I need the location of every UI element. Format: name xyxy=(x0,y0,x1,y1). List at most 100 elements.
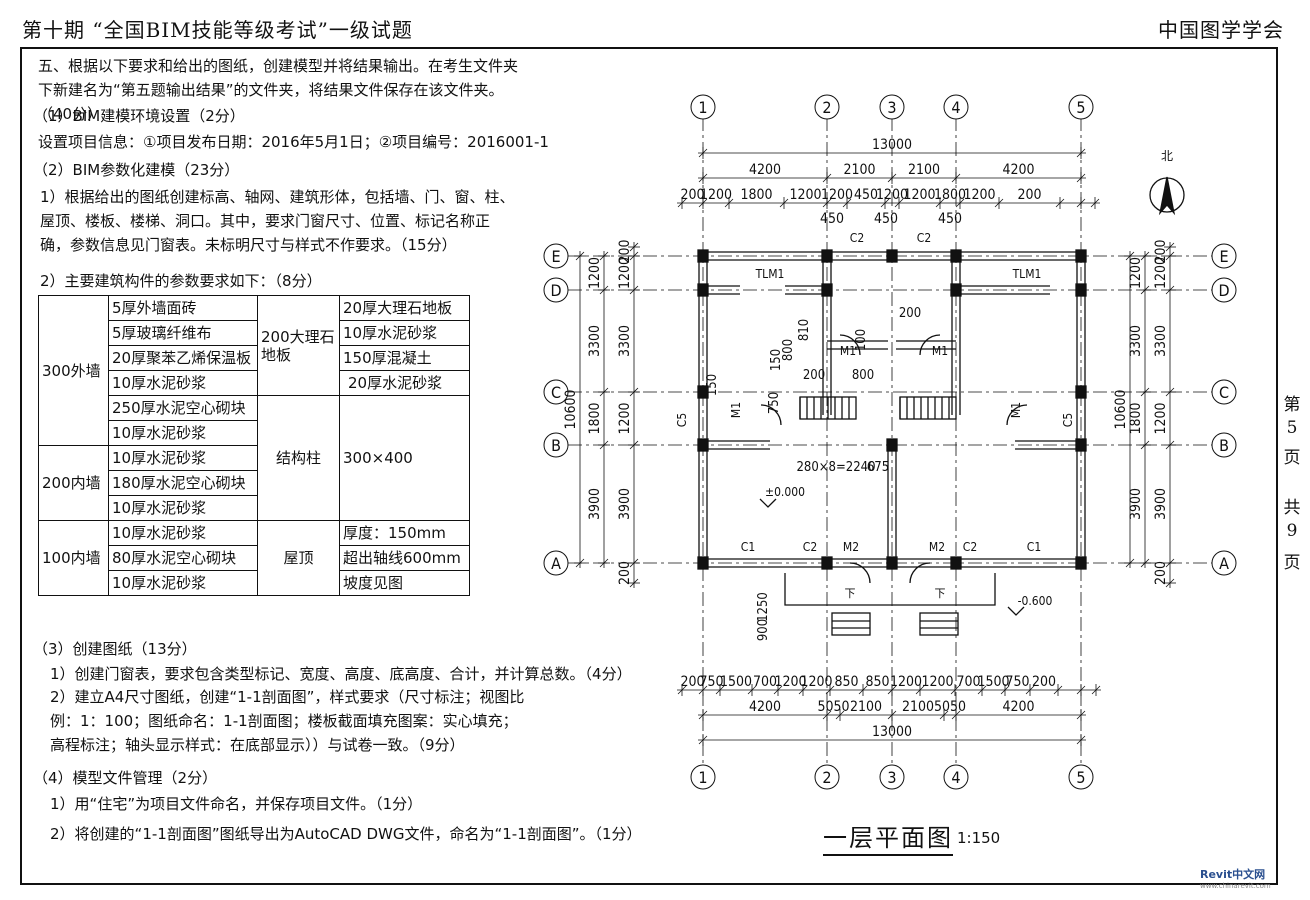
dim-tick xyxy=(887,173,897,183)
bottom-mid-dim: 5050 xyxy=(817,699,849,715)
spec-cell: 5厚外墙面砖 xyxy=(108,295,258,321)
bottom-mid-dim: 2100 xyxy=(850,699,882,715)
level-symbol xyxy=(1007,606,1025,616)
stair-outline xyxy=(799,396,857,420)
watermark-url: www.chinarevit.com xyxy=(1200,882,1271,890)
column xyxy=(1075,385,1087,399)
side-detail-dim: 1200 xyxy=(1153,402,1169,434)
side-detail-dim: 3900 xyxy=(617,488,633,520)
dim-tick xyxy=(951,710,961,720)
dim-tick xyxy=(1091,685,1101,695)
spec-cell: 180厚水泥空心砌块 xyxy=(108,470,258,496)
spec-cell: 10厚水泥砂浆 xyxy=(108,570,258,596)
bottom-mid-dim: 2100 xyxy=(902,699,934,715)
column-name: 结构柱 xyxy=(257,395,340,521)
level-mark: ±0.000 xyxy=(765,485,805,499)
element-tag: C2 xyxy=(803,540,817,554)
side-detail-dim: 3900 xyxy=(1153,488,1169,520)
dim-tick xyxy=(1140,251,1150,261)
bottom-detail-dim: 850 xyxy=(865,674,889,690)
spec-cell: 250厚水泥空心砌块 xyxy=(108,395,258,421)
watermark-brand: Revit中文网 xyxy=(1200,868,1266,881)
side-total-dim: 10600 xyxy=(563,389,579,429)
column xyxy=(821,556,833,570)
axis-label: 5 xyxy=(1076,768,1085,787)
side-detail-dim: 1200 xyxy=(617,257,633,289)
axis-label: E xyxy=(1219,247,1228,266)
column xyxy=(1075,556,1087,570)
dim-tick xyxy=(822,173,832,183)
stair-down-mark: 下 xyxy=(845,587,856,600)
dim-tick xyxy=(935,198,945,208)
spec-cell: 5厚玻璃纤维布 xyxy=(108,320,258,346)
stair-down-mark: 下 xyxy=(935,587,946,600)
column xyxy=(821,283,833,297)
door-swing xyxy=(919,334,941,356)
dim-tick xyxy=(994,198,1004,208)
dim-tick xyxy=(1125,251,1135,261)
bottom-detail-dim: 1500 xyxy=(977,674,1009,690)
side-mid-dim: 3300 xyxy=(1128,325,1144,357)
spec-cell: 10厚水泥砂浆 xyxy=(108,520,258,546)
side-detail-dim: 1200 xyxy=(1153,257,1169,289)
axis-label: C xyxy=(1219,383,1229,402)
bottom-detail-dim: 1200 xyxy=(921,674,953,690)
top-small-dim: 450 xyxy=(874,211,898,227)
element-tag: M1 xyxy=(840,344,856,358)
door-swing xyxy=(849,562,871,584)
spec-cell: 150厚混凝土 xyxy=(339,345,470,371)
axis-label: D xyxy=(550,281,561,300)
component-spec-table: 300外墙 5厚外墙面砖 200大理石地板 20厚大理石地板 5厚玻璃纤维布 1… xyxy=(38,295,470,596)
dim-tick xyxy=(887,685,897,695)
axis-bubble xyxy=(690,94,716,120)
top-mid-dim: 2100 xyxy=(908,162,940,178)
dim-tick xyxy=(1125,558,1135,568)
axis-bubble xyxy=(543,277,569,303)
column xyxy=(950,283,962,297)
spec-cell: 20厚水泥砂浆 xyxy=(339,370,470,396)
spec-cell: 10厚水泥砂浆 xyxy=(108,370,258,396)
page-char: 5 xyxy=(1286,418,1298,438)
top-mid-dim: 4200 xyxy=(749,162,781,178)
section-3-title: （3）创建图纸（13分） xyxy=(33,640,197,658)
dim-tick xyxy=(880,198,890,208)
section-4-item-2: 2）将创建的“1-1剖面图”图纸导出为AutoCAD DWG文件，命名为“1-1… xyxy=(50,825,642,843)
dim-tick xyxy=(1090,198,1100,208)
side-detail-dim: 3300 xyxy=(617,325,633,357)
dim-tick xyxy=(858,685,868,695)
axis-label: B xyxy=(1219,436,1229,455)
inner-dim-label: 800 xyxy=(781,339,796,361)
dim-tick xyxy=(747,685,757,695)
axis-label: 4 xyxy=(951,768,960,787)
column xyxy=(697,556,709,570)
inner-dim-label: 900 xyxy=(756,619,771,641)
dim-tick xyxy=(599,285,609,295)
dim-tick xyxy=(599,251,609,261)
dim-tick xyxy=(1025,685,1035,695)
inner-dim-label: 280×8=2240 xyxy=(796,460,875,475)
axis-label: 2 xyxy=(822,98,831,117)
element-tag: C1 xyxy=(741,540,755,554)
spec-cell: 10厚水泥砂浆 xyxy=(108,495,258,521)
bottom-total-dim: 13000 xyxy=(872,724,912,740)
dim-tick xyxy=(698,735,708,745)
dim-tick xyxy=(698,710,708,720)
dim-tick xyxy=(835,710,845,720)
column xyxy=(697,438,709,452)
inner-dim-label: 810 xyxy=(797,319,812,341)
axis-bubble xyxy=(543,379,569,405)
spec-cell: 坡度见图 xyxy=(339,570,470,596)
dim-tick xyxy=(629,285,639,295)
axis-label: A xyxy=(551,554,561,573)
bottom-detail-dim: 1500 xyxy=(720,674,752,690)
dim-tick xyxy=(822,710,832,720)
dim-tick xyxy=(1140,440,1150,450)
section-4-title: （4）模型文件管理（2分） xyxy=(33,769,218,787)
element-tag: M1 xyxy=(932,344,948,358)
page-char: 9 xyxy=(1286,521,1298,541)
axis-bubble xyxy=(879,764,905,790)
top-detail-dim: 1200 xyxy=(821,187,853,203)
dim-tick xyxy=(1076,735,1086,745)
section-2-item-2: 2）主要建筑构件的参数要求如下：（8分） xyxy=(40,272,322,290)
bottom-detail-dim: 1200 xyxy=(800,674,832,690)
